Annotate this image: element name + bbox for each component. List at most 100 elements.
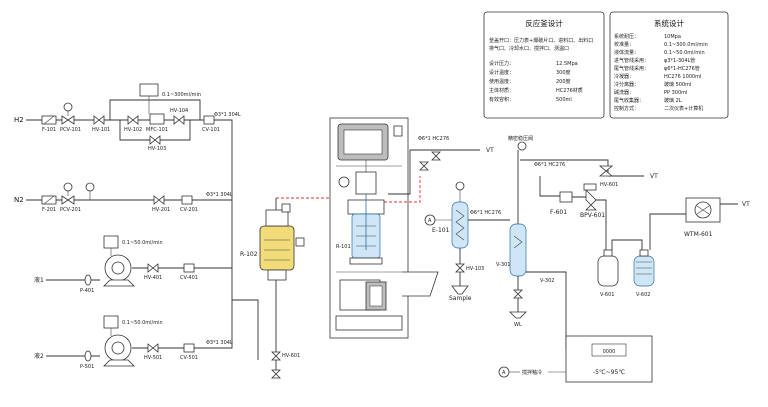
stirrer-cooling-label: 搅拌釉冷 (522, 369, 542, 376)
pump1-flow-range: 0.1~50.0ml/min (122, 240, 163, 246)
system-row-2-key: 液体流量： (614, 49, 639, 56)
v301-vessel-icon (509, 223, 527, 277)
v601-label: V-601 (600, 292, 614, 298)
vent-valve-2-icon (419, 161, 429, 171)
n2-label: N2 (14, 196, 24, 204)
hv102-label: HV-102 (124, 127, 142, 133)
e101-gauge-icon (455, 181, 465, 191)
v301-label: V-301 (496, 262, 510, 268)
p401-label: P-401 (80, 288, 94, 294)
system-row-6-key: 冷分离器： (614, 81, 639, 88)
system-row-3-val: φ3*1-304L管 (664, 57, 695, 64)
e101-label: E-101 (432, 227, 450, 234)
pump2-controller-icon (103, 315, 119, 329)
mfc-controller-icon (139, 83, 159, 97)
n2-pressure-gauge-2-icon (85, 182, 95, 192)
reactor-row-4-val: 500ml (556, 97, 572, 103)
pcv101-label: PCV-101 (60, 127, 81, 133)
r102-vessel-icon (259, 225, 295, 271)
wl-funnel-icon (509, 311, 527, 319)
sample-valve-icon (455, 263, 465, 273)
wl-label: WL (514, 322, 522, 328)
e101-pipe-spec: Φ6*1 HC276 (470, 210, 501, 216)
cv501-label: CV-501 (180, 355, 198, 361)
hv601-label: HV-601 (600, 182, 618, 188)
p501-label: P-501 (80, 364, 94, 370)
system-row-4-val: φ6*1-HC276管 (664, 65, 700, 72)
reactor-row-3-key: 主体材质： (489, 87, 514, 94)
r102-side-sensor-icon (295, 237, 305, 247)
hv601b-valve-icon (271, 351, 281, 361)
system-design-panel: 系统设计 系统耐压： 10Mpa 校准量： 0.1~300.0ml/min 液体… (609, 11, 729, 119)
cv201-label: CV-201 (180, 207, 198, 213)
liq2-strainer-icon (84, 350, 92, 362)
vent-valve-1-icon (431, 151, 441, 161)
reactor-row-2-val: 200度 (556, 78, 571, 85)
h2-pipe-spec: Φ3*1 304L (214, 112, 241, 118)
system-row-6-val: 玻璃 500ml (664, 81, 691, 88)
f601-filter-icon (559, 191, 573, 203)
h2-label: H2 (14, 116, 24, 124)
sample-funnel-icon (451, 285, 469, 295)
circuit-a2-label: A (502, 370, 506, 376)
reactor-out-pipe-spec: Φ6*1 HC276 (418, 136, 449, 142)
side-tray-icon (402, 271, 439, 297)
hv501-valve-icon (147, 343, 159, 353)
preheater-r102: R-102 HV-601 (232, 197, 351, 379)
hv201-label: HV-201 (152, 207, 170, 213)
chiller-section: 0000 -5℃~95℃ A 搅拌釉冷 (498, 335, 653, 383)
n2-pressure-gauge-icon (63, 182, 73, 192)
system-panel-title: 系统设计 (654, 18, 684, 28)
h2-flow-range: 0.1~300ml/min (162, 92, 201, 98)
condenser-e101: E-101 Φ6*1 HC276 A HV-103 Sample (424, 181, 510, 302)
n2-feed-line: N2 F-201 PCV-201 HV-201 CV-201 Φ3*1 304L (14, 182, 233, 213)
system-row-8-val: 玻璃 2L (664, 97, 682, 104)
system-row-8-key: 尾气收集器： (614, 97, 644, 104)
collector-section: V-601 V-602 WTM-601 VT (597, 197, 750, 298)
system-row-4-key: 尾气管线采用： (614, 65, 649, 72)
reactor-design-panel: 反应釜设计 釜盖开口：压力表+爆破片口、进料口、出料口 排气口、冷却水口、搅拌口… (483, 11, 605, 119)
liq1-label: 液1 (34, 276, 44, 284)
reactor-row-1-val: 300度 (556, 69, 571, 76)
reactor-cabinet: R-101 Φ6*1 HC276 VT (329, 117, 494, 339)
top-pipe-spec: Φ6*1 HC276 (534, 162, 565, 168)
pcv201-label: PCV-201 (60, 207, 81, 213)
chiller-display: 0000 (603, 349, 616, 355)
v601-bottle-icon (597, 255, 619, 287)
r102-label: R-102 (240, 251, 258, 258)
liq-pipe-spec: Φ3*1 304L (206, 340, 233, 346)
f601-label: F-601 (550, 209, 567, 216)
chiller-temp-range: -5℃~95℃ (593, 369, 625, 376)
v602-bottle-icon (633, 255, 655, 287)
backpressure-section: F-601 BPV-601 (550, 183, 607, 254)
pcv101-valve-icon (61, 115, 75, 125)
h2-pressure-gauge-icon (63, 102, 73, 112)
v302-label: V-302 (540, 278, 554, 284)
reactor-desc-2: 排气口、冷却水口、搅拌口、测温口 (489, 45, 569, 52)
reactor-pressure-gauge-icon (338, 176, 350, 188)
separator-v301: 精密稳压阀 Φ6*1 HC276 HV-601 VT V-301 WL V-30… (496, 135, 658, 350)
hv401-label: HV-401 (144, 275, 162, 281)
chiller-unit-icon (565, 335, 653, 383)
system-row-3-key: 进气管线采用： (614, 57, 649, 64)
vt3-label: VT (742, 201, 750, 208)
hv104-valve-icon (173, 115, 185, 125)
liq1-strainer-icon (84, 274, 92, 286)
hv401-valve-icon (147, 263, 159, 273)
reactor-row-3-val: HC276材质 (556, 87, 583, 94)
pcv201-valve-icon (61, 195, 75, 205)
system-row-0-key: 系统耐压： (614, 33, 639, 40)
system-row-7-val: PP 300ml (664, 90, 687, 96)
wtm601-label: WTM-601 (684, 231, 713, 238)
system-row-1-val: 0.1~300.0ml/min (664, 42, 708, 48)
f101-label: F-101 (42, 127, 56, 133)
sample-label: Sample (449, 295, 472, 302)
system-row-0-val: 10Mpa (664, 34, 681, 40)
system-row-5-val: HC276 1000ml (664, 74, 701, 80)
pump1-controller-icon (103, 235, 119, 249)
circuit-a1-label: A (428, 218, 432, 224)
n2-pipe-spec: Φ3*1 304L (206, 192, 233, 198)
v602-label: V-602 (636, 292, 650, 298)
reactor-row-1-key: 设计温度： (489, 69, 514, 76)
